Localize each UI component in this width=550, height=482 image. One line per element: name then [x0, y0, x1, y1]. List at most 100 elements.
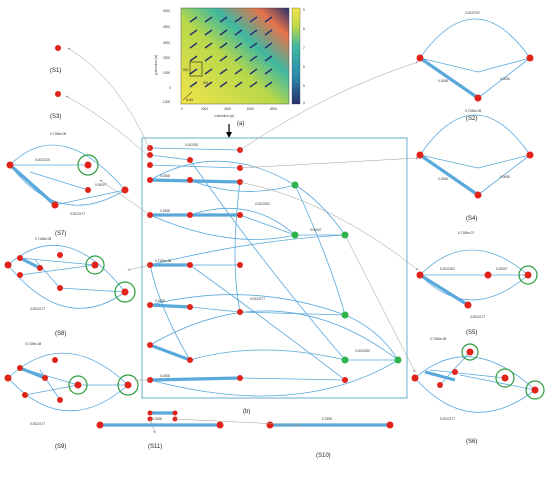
node	[74, 381, 82, 389]
ring	[114, 281, 136, 303]
edge-label: 0.7186e-08	[430, 337, 446, 341]
node	[147, 145, 153, 151]
panel-label-s5: (S5)	[466, 330, 477, 336]
subgraph-s8: 0.7186e-08 0.0022177 (S8)	[4, 237, 136, 337]
heatmap-field	[180, 7, 290, 105]
edge-label: 0.1558	[438, 177, 448, 181]
cb-tick-1: 8	[303, 27, 305, 31]
node	[22, 392, 28, 398]
ring	[461, 343, 479, 361]
node	[17, 365, 23, 371]
theta-arrow	[182, 91, 193, 101]
edge-label: 0.7186e-08	[50, 132, 66, 136]
node	[147, 177, 153, 183]
node	[501, 374, 509, 382]
edge-label: 0.0022002	[255, 202, 270, 206]
node	[57, 397, 63, 403]
main-network-box	[141, 137, 408, 399]
cb-tick-0: 9	[303, 8, 305, 12]
node	[187, 157, 193, 163]
main-network-edges	[149, 147, 399, 415]
edge-label: 0.7186e-08	[155, 259, 171, 263]
theta-label: θ=45	[186, 98, 193, 102]
edge-label: 0.0022177	[30, 307, 45, 311]
connector-arrows	[65, 47, 419, 434]
subgraph-s1: (S1)	[50, 45, 61, 74]
cb-tick-2: 7	[303, 46, 305, 50]
node	[237, 212, 243, 218]
terminal-node	[291, 181, 299, 189]
node	[42, 375, 48, 381]
panel-label-s7: (S7)	[55, 231, 66, 237]
subgraph-s6: 0.7186e-08 0.0022177 (S6)	[411, 337, 545, 445]
edge-label: 0.1558	[160, 174, 170, 178]
node	[121, 186, 129, 194]
node	[172, 410, 178, 416]
heatmap-xlabel: x-direction (m)	[214, 114, 234, 118]
panel-label-s6: (S6)	[466, 439, 477, 445]
node	[187, 212, 193, 218]
node	[147, 410, 153, 416]
edge-label: 0.1558	[160, 374, 170, 378]
node	[531, 386, 539, 394]
panel-label-s11: (S11)	[148, 444, 162, 450]
heatmap-ylabel: y-direction (m)	[154, 55, 158, 75]
node	[85, 187, 91, 193]
cb-tick-3: 6	[303, 65, 305, 69]
x-tick-2: 4000	[224, 107, 231, 111]
panel-label-s8: (S8)	[55, 331, 66, 337]
edge-label: 0.0022177	[250, 297, 265, 301]
turbine-markers	[189, 16, 273, 88]
edge-label: 0.1558	[152, 417, 162, 421]
subgraph-s10: 0.1558 (S10)	[266, 417, 394, 459]
heatmap-x-ticks: 0 2000 4000 6000 8000	[181, 107, 277, 111]
node	[4, 374, 12, 382]
edge-label: 0.7186e-08	[465, 109, 481, 113]
node	[416, 271, 424, 279]
main-edge-labels: 0.002302 0.1558 0.1558 0.7186e-08 0.0022…	[155, 143, 370, 378]
y-tick-1: 4000	[163, 25, 170, 29]
node	[464, 301, 472, 309]
subgraph-s9: 0.7186e-08 0.0022177 (S9)	[4, 342, 139, 450]
edge-label: 0.1558	[438, 79, 448, 83]
node	[4, 261, 12, 269]
ring	[518, 265, 538, 285]
panel-label-s3: (S3)	[50, 114, 61, 120]
panel-label-b: (b)	[243, 409, 250, 415]
node	[84, 161, 92, 169]
edge-label: 0.1558	[322, 417, 332, 421]
node	[237, 309, 243, 315]
edge-label: 0.1558	[160, 209, 170, 213]
edge-label: 0.0022177	[440, 417, 455, 421]
node	[55, 45, 61, 51]
edge-label: 0.0022002	[440, 267, 455, 271]
node	[237, 262, 243, 268]
x-tick-3: 6000	[247, 107, 254, 111]
edge-label: 0.00007	[310, 228, 322, 232]
node	[55, 91, 61, 97]
subgraph-s11: 0.1558 (S11)	[96, 417, 224, 450]
node	[17, 272, 23, 278]
node	[416, 54, 424, 62]
heatmap-y-ticks: 5000 4000 3000 2000 1000 0 -1000	[162, 9, 171, 104]
edge-label: 0.0056	[500, 77, 510, 81]
edge-label: 0.0022177	[70, 212, 85, 216]
subgraph-s2: 0.0022767 0.1558 0.0056 (S2)	[416, 11, 534, 122]
node	[121, 288, 129, 296]
node	[474, 191, 482, 199]
y-tick-4: 1000	[163, 71, 170, 75]
edge-label: 0.0022177	[470, 315, 485, 319]
edge-label: 0.1558	[155, 299, 165, 303]
node	[187, 262, 193, 268]
edge-label: 0.7186e-07	[458, 231, 474, 235]
node	[17, 255, 23, 261]
node	[411, 374, 419, 382]
subgraph-s4: 0.7186e-08 0.1558 0.0056 (S4)	[416, 109, 534, 222]
dimension-vertical-label: 500	[183, 68, 189, 72]
cb-tick-4: 5	[303, 84, 305, 88]
panel-label-s4: (S4)	[466, 216, 477, 222]
heatmap-panel: 500 500 θ=45 5000 4000 3000 2000 1000 0 …	[154, 7, 305, 118]
edge-label: 0.7186e-08	[25, 342, 41, 346]
terminal-node	[341, 356, 349, 364]
node	[416, 151, 424, 159]
